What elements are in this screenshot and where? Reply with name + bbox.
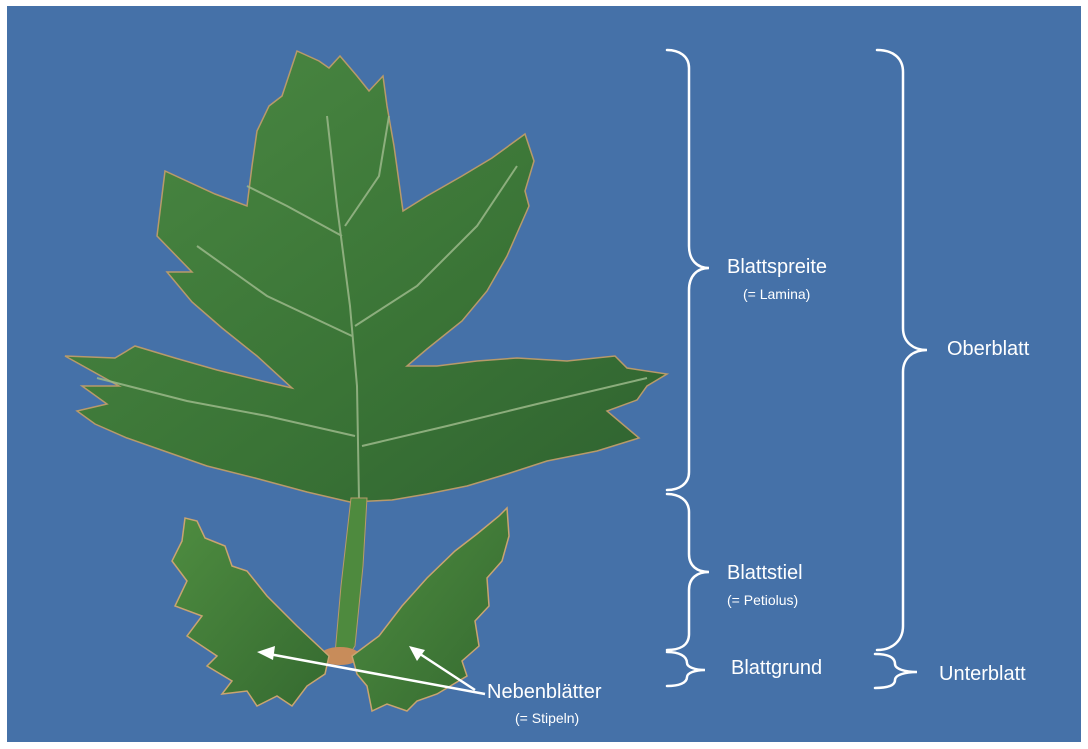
label-oberblatt: Oberblatt (947, 338, 1029, 361)
stipule-left (172, 518, 329, 706)
label-nebenblaetter: Nebenblätter (487, 681, 602, 704)
leaf-stalk (335, 498, 367, 658)
brace-blattspreite (667, 50, 709, 490)
stipule-right (352, 508, 509, 711)
label-blattspreite: Blattspreite (727, 256, 827, 279)
brace-blattgrund (667, 652, 705, 686)
leaf-blade (65, 51, 667, 502)
label-unterblatt: Unterblatt (939, 663, 1026, 686)
label-blattgrund: Blattgrund (731, 657, 822, 680)
brace-oberblatt (877, 50, 927, 650)
leaf-diagram-svg (7, 6, 1081, 742)
label-stipeln: (= Stipeln) (515, 710, 579, 726)
brace-blattstiel (667, 494, 709, 650)
label-blattstiel: Blattstiel (727, 562, 803, 585)
diagram-stage: Blattspreite (= Lamina) Blattstiel (= Pe… (7, 6, 1081, 742)
label-lamina: (= Lamina) (743, 286, 810, 302)
brace-unterblatt (875, 654, 917, 688)
label-petiolus: (= Petiolus) (727, 592, 798, 608)
